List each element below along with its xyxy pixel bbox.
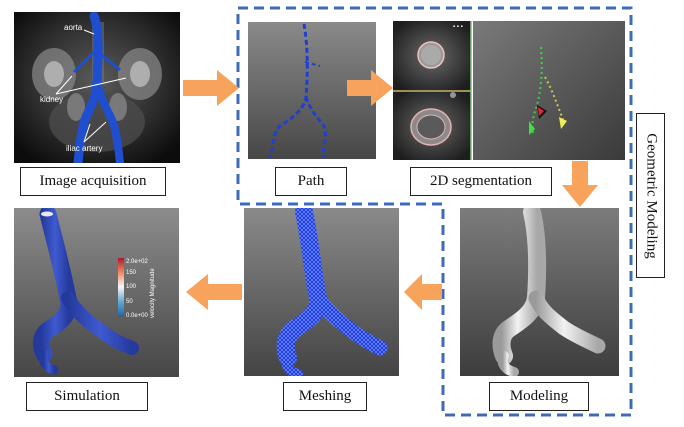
kidney-annotation: kidney	[40, 95, 63, 104]
arrow-meshing-to-simulation	[186, 274, 242, 310]
aorta-annotation: aorta	[64, 23, 83, 32]
modeling-image	[460, 208, 619, 376]
geometric-modeling-label: Geometric Modeling	[636, 113, 665, 278]
iliac-artery-annotation: iliac artery	[66, 144, 102, 153]
colorbar-tick: 50	[126, 299, 133, 305]
colorbar-tick: 0.0e+00	[126, 313, 149, 319]
image-acquisition-label: Image acquisition	[20, 167, 166, 196]
colorbar-tick: 150	[126, 270, 137, 276]
simulation-label: Simulation	[26, 382, 148, 411]
path-label: Path	[275, 167, 347, 196]
meshing-image	[244, 208, 399, 376]
colorbar-title: velocity Magnitude	[150, 268, 156, 318]
arrow-path-to-segmentation	[347, 70, 393, 106]
colorbar-tick: 2.0e+02	[126, 259, 149, 265]
ct-scan-image: aorta kidney iliac artery	[14, 12, 180, 163]
colorbar-tick: 100	[126, 284, 137, 290]
simulation-image: 2.0e+02 150 100 50 0.0e+00 velocity Magn…	[14, 208, 179, 377]
arrow-segmentation-to-modeling	[562, 161, 598, 207]
arrow-acquisition-to-path	[183, 70, 239, 106]
modeling-label: Modeling	[489, 382, 589, 411]
arrow-modeling-to-meshing	[404, 274, 442, 310]
segmentation-2d-label: 2D segmentation	[410, 167, 552, 196]
svg-text:▪ ▪ ▪: ▪ ▪ ▪	[453, 24, 463, 30]
colorbar	[118, 258, 124, 316]
meshing-label: Meshing	[283, 382, 367, 411]
segmentation-image: ▪ ▪ ▪	[393, 21, 625, 160]
geometric-modeling-text: Geometric Modeling	[643, 132, 659, 259]
